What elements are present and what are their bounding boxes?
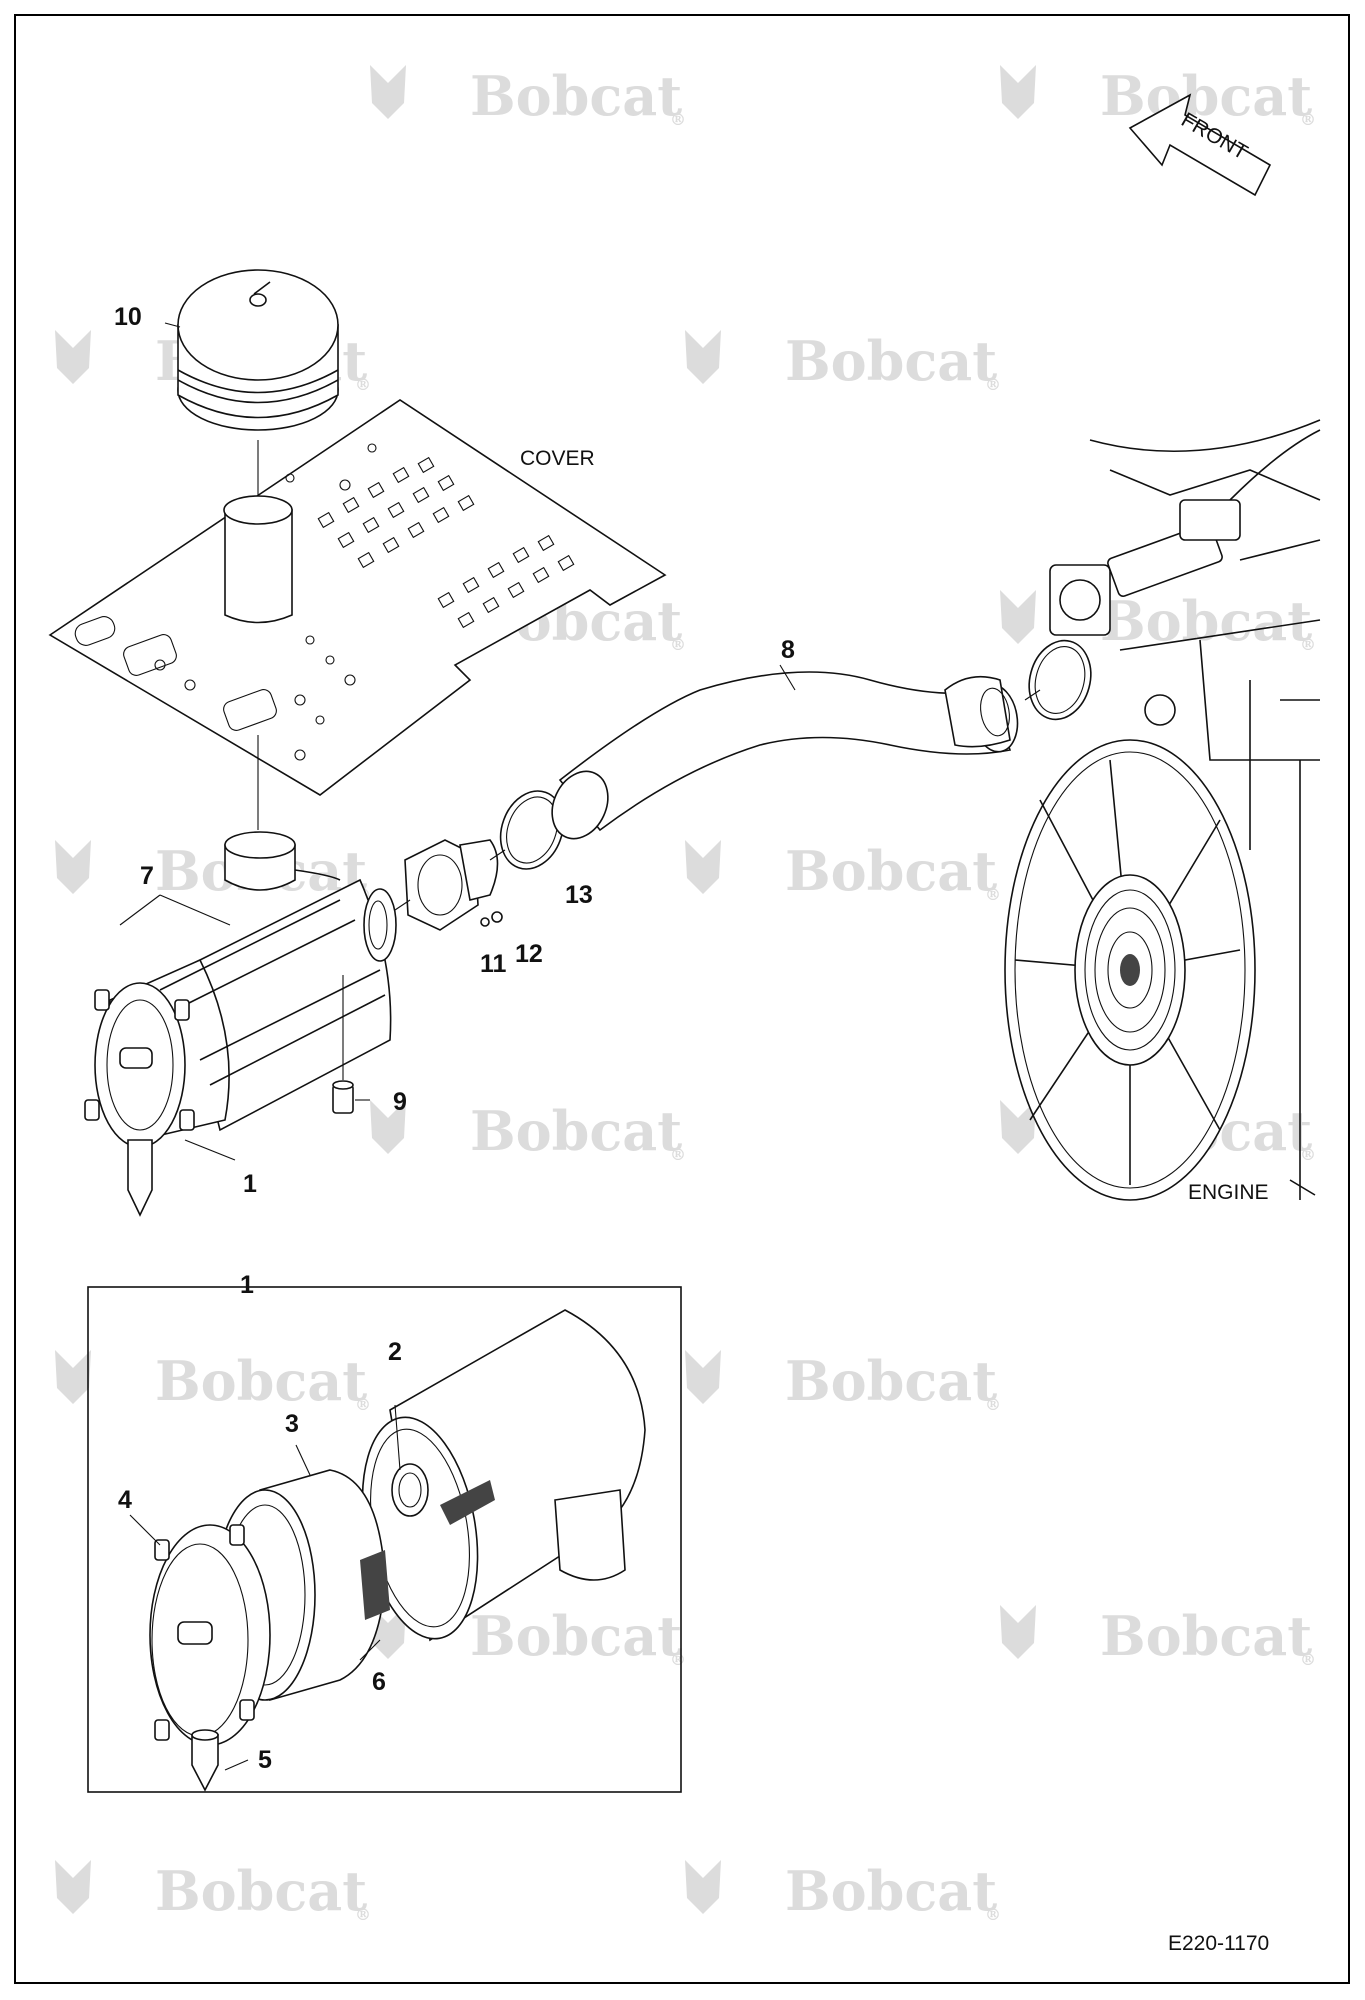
callout-1: 1 [243, 1170, 257, 1198]
watermark: Bobcat® [55, 839, 371, 904]
screw-part-12 [480, 911, 503, 927]
svg-text:®: ® [1300, 635, 1316, 654]
svg-text:®: ® [670, 110, 686, 129]
callout-1-inset: 1 [240, 1271, 254, 1299]
clamp-part-13 [499, 790, 565, 870]
watermark: Bobcat® [685, 329, 1001, 394]
figure-number: E220-1170 [1168, 1932, 1269, 1955]
svg-text:®: ® [985, 885, 1001, 904]
svg-text:Bobcat: Bobcat [785, 329, 997, 393]
svg-text:®: ® [1300, 110, 1316, 129]
flange-part-11 [404, 839, 499, 931]
svg-text:®: ® [670, 1650, 686, 1669]
callout-13: 13 [565, 881, 593, 909]
intake-hose-part-8 [551, 671, 1019, 840]
watermark: Bobcat® [685, 1859, 1001, 1924]
svg-text:Bobcat: Bobcat [470, 64, 682, 128]
leader-line [119, 894, 161, 926]
callout-5: 5 [258, 1746, 272, 1774]
watermark: Bobcat® [1000, 589, 1316, 654]
cover-label: COVER [520, 447, 595, 470]
svg-text:®: ® [1300, 1145, 1316, 1164]
watermark: Bobcat® [370, 64, 686, 129]
leader-line [489, 849, 506, 861]
watermark: Bobcat® [370, 1604, 686, 1669]
callout-3: 3 [285, 1410, 299, 1438]
svg-text:®: ® [355, 375, 371, 394]
engine-label: ENGINE [1188, 1181, 1269, 1204]
svg-text:Bobcat: Bobcat [1100, 589, 1312, 653]
leader-line [359, 1639, 381, 1661]
watermark: Bobcat® [685, 839, 1001, 904]
cover-round-holes [154, 443, 377, 761]
callout-7: 7 [140, 862, 154, 890]
restriction-indicator-part-9 [332, 975, 354, 1114]
page-border [14, 14, 1350, 1984]
filter-cover-part-4 [149, 1524, 271, 1746]
callout-9: 9 [393, 1088, 407, 1116]
svg-text:Bobcat: Bobcat [155, 1859, 367, 1923]
leader-line [184, 1139, 236, 1161]
watermark: Bobcat® [1000, 64, 1316, 129]
svg-text:Bobcat: Bobcat [155, 1349, 367, 1413]
leader-line [1024, 689, 1041, 701]
svg-text:Bobcat: Bobcat [470, 1099, 682, 1163]
leader-line [394, 1404, 401, 1471]
callout-6: 6 [372, 1668, 386, 1696]
callout-10: 10 [114, 303, 142, 331]
callout-4: 4 [118, 1486, 132, 1514]
svg-text:Bobcat: Bobcat [785, 839, 997, 903]
engine-outline [1004, 419, 1321, 1201]
svg-text:®: ® [985, 1395, 1001, 1414]
svg-text:®: ® [1300, 1650, 1316, 1669]
svg-text:®: ® [985, 375, 1001, 394]
watermark: Bobcat® [1000, 1604, 1316, 1669]
precleaner-part-10 [177, 269, 339, 431]
clamp-ring-engine-side [1028, 639, 1092, 721]
svg-text:Bobcat: Bobcat [1100, 1604, 1312, 1668]
svg-text:Bobcat: Bobcat [470, 1604, 682, 1668]
inset-box [87, 1286, 682, 1793]
leader-line [159, 894, 231, 926]
cover-square-holes [317, 456, 575, 629]
svg-text:Bobcat: Bobcat [785, 1349, 997, 1413]
cover-panel: COVER [48, 399, 667, 796]
callout-11: 11 [480, 950, 507, 978]
air-cleaner-assembly-part-7 [84, 831, 397, 1217]
filter-housing-part-2 [361, 1309, 646, 1642]
leader-line [129, 1514, 161, 1546]
watermark: Bobcat® [55, 1349, 371, 1414]
leader-line [394, 899, 411, 911]
leader-line [164, 322, 181, 328]
dust-valve-part-5 [191, 1729, 219, 1792]
svg-text:Bobcat: Bobcat [785, 1859, 997, 1923]
svg-text:®: ® [670, 635, 686, 654]
svg-text:®: ® [670, 1145, 686, 1164]
watermark: Bobcat® [685, 1349, 1001, 1414]
watermark: Bobcat® [370, 1099, 686, 1164]
svg-text:Bobcat: Bobcat [1100, 64, 1312, 128]
svg-text:®: ® [355, 1905, 371, 1924]
leader-line [224, 1759, 249, 1771]
svg-text:®: ® [985, 1905, 1001, 1924]
callout-2: 2 [388, 1338, 402, 1366]
callout-12: 12 [515, 940, 543, 968]
callout-8: 8 [781, 636, 795, 664]
leader-line [295, 1444, 311, 1476]
leader-line [779, 664, 796, 691]
svg-text:®: ® [355, 1395, 371, 1414]
watermark: Bobcat® [55, 1859, 371, 1924]
